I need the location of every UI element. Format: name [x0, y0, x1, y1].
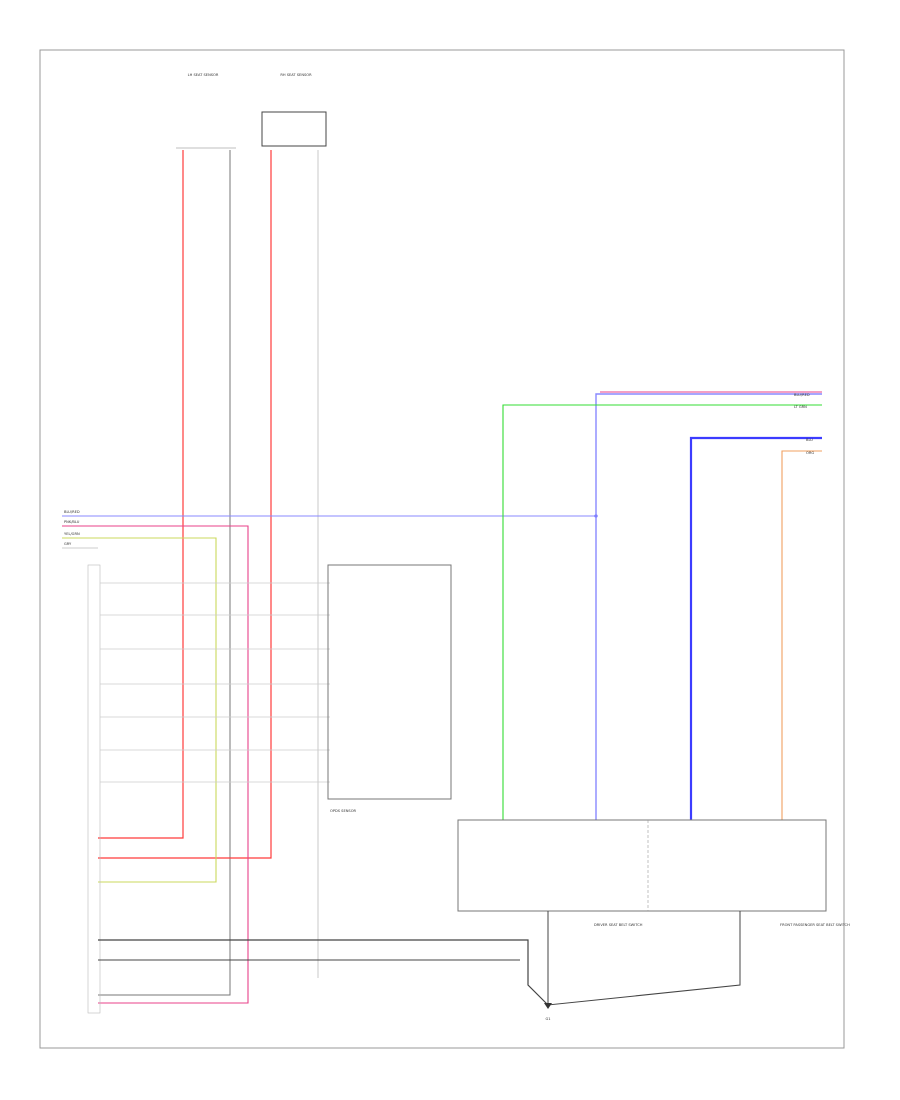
- wire-blu: [689, 436, 822, 820]
- left-input-2: PNK/BLU: [64, 520, 80, 524]
- passenger-switch-label: FRONT PASSENGER SEAT BELT SWITCH: [780, 923, 850, 927]
- right-input-4: ORG: [806, 451, 814, 455]
- right-input-1: BLU/RED: [794, 393, 810, 397]
- wire-blue-red-right: [595, 393, 822, 820]
- diagram-frame: [39, 49, 845, 1049]
- lh-seat-sensor-label: LH SEAT SENSOR: [188, 73, 219, 77]
- lh-seat-sensor: LH SEAT SENSOR: [176, 73, 236, 149]
- wire-lt-grn: [502, 404, 822, 820]
- wire-pink-blue: [62, 525, 249, 1004]
- driver-switch-label: DRIVER SEAT BELT SWITCH: [594, 923, 643, 927]
- wire-red-2: [98, 150, 272, 859]
- left-input-3: YEL/GRN: [64, 532, 80, 536]
- module-connector: [87, 564, 101, 1014]
- wire-red-1: [98, 150, 184, 839]
- right-input-2: LT GRN: [794, 405, 807, 409]
- right-input-3: BLU: [806, 438, 813, 442]
- ground-label: G1: [545, 1017, 550, 1021]
- wire-gray-1: [98, 150, 231, 996]
- left-input-4: GRY: [64, 542, 72, 546]
- wire-ground-1: [98, 939, 549, 1006]
- wire-ground-3: [547, 911, 741, 1006]
- left-input-1: BLU/RED: [64, 510, 80, 514]
- opds-wires: [100, 582, 330, 783]
- rh-seat-sensor: RH SEAT SENSOR: [261, 73, 327, 147]
- rh-seat-sensor-box: [261, 111, 327, 147]
- ground-symbol: [544, 1003, 552, 1009]
- rh-seat-sensor-label: RH SEAT SENSOR: [280, 73, 312, 77]
- opds-sensor-block: [327, 564, 452, 800]
- wire-yel-grn: [62, 537, 217, 883]
- wire-org: [781, 450, 822, 820]
- driver-seat-belt-switch: [457, 819, 827, 912]
- opds-sensor-label: OPDS SENSOR: [330, 809, 357, 813]
